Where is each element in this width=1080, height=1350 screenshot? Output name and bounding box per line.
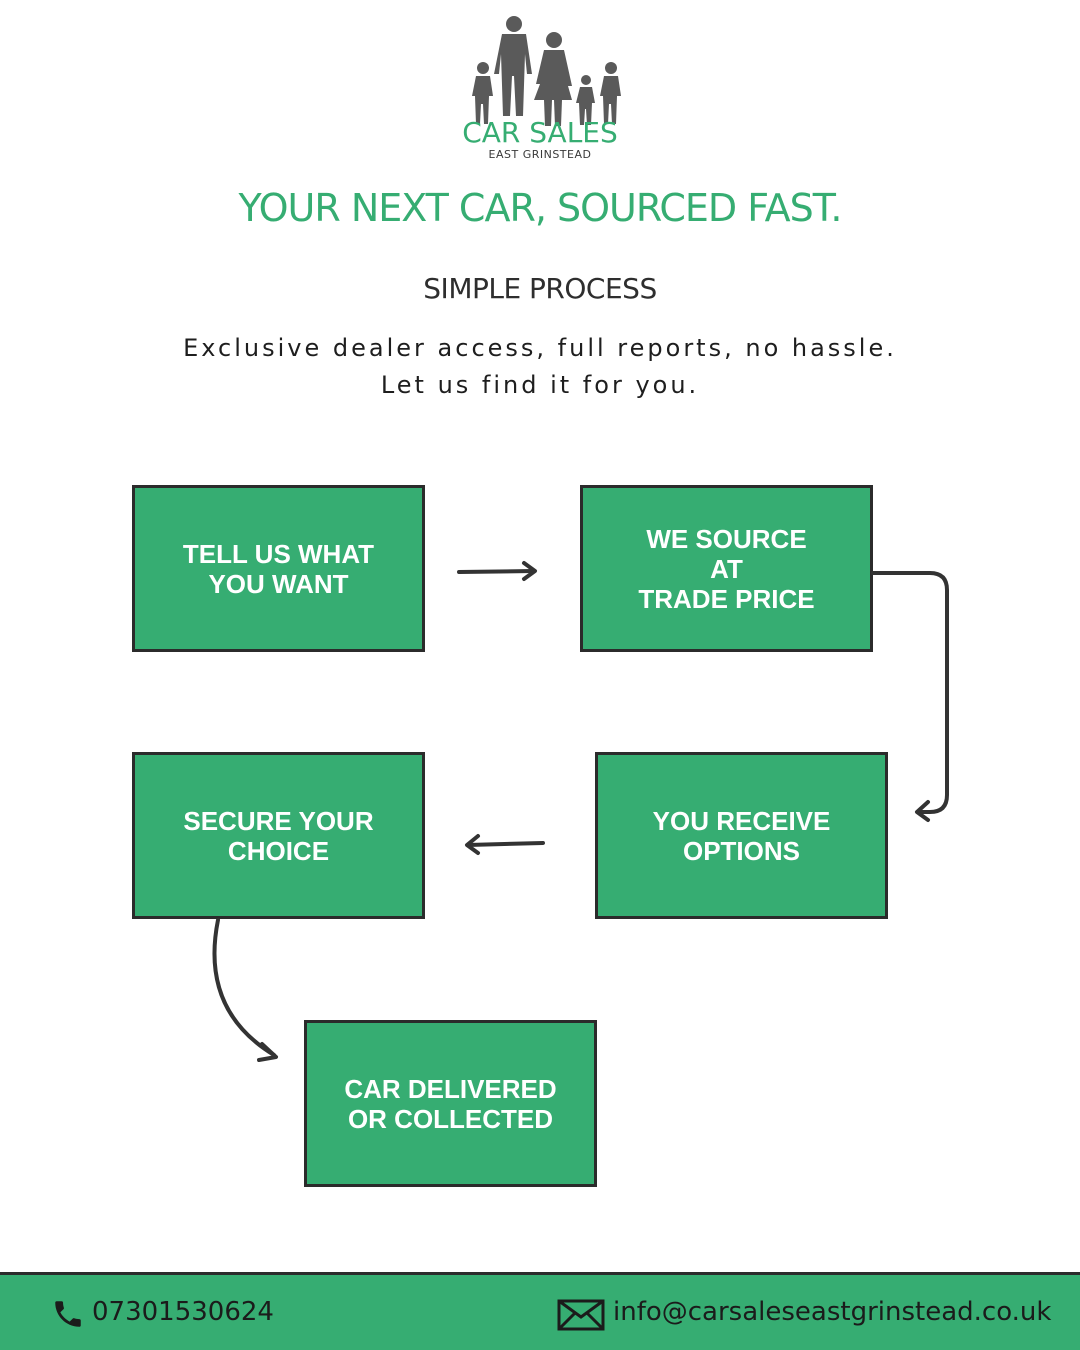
arrow-curve-right-icon — [212, 918, 278, 1062]
step-tell-us: TELL US WHAT YOU WANT — [132, 485, 425, 652]
family-silhouette-icon — [472, 16, 621, 126]
step-label: YOU RECEIVE OPTIONS — [652, 805, 831, 866]
step-you-receive: YOU RECEIVE OPTIONS — [595, 752, 888, 919]
arrow-right-icon — [457, 561, 537, 581]
step-secure-choice: SECURE YOUR CHOICE — [132, 752, 425, 919]
headline: YOUR NEXT CAR, SOURCED FAST. — [238, 186, 842, 230]
footer: 07301530624 info@carsaleseastgrinstead.c… — [0, 1272, 1080, 1350]
brand-name: CAR SALES — [462, 116, 618, 149]
envelope-icon — [557, 1299, 605, 1331]
step-label: WE SOURCE AT TRADE PRICE — [638, 523, 815, 614]
subheading: SIMPLE PROCESS — [423, 272, 657, 305]
email-link[interactable]: info@carsaleseastgrinstead.co.uk — [613, 1297, 1052, 1327]
tagline-line-2: Let us find it for you. — [380, 371, 700, 399]
phone-link[interactable]: 07301530624 — [92, 1297, 274, 1327]
step-label: TELL US WHAT YOU WANT — [182, 538, 375, 599]
step-we-source: WE SOURCE AT TRADE PRICE — [580, 485, 873, 652]
arrow-left-icon — [465, 834, 545, 855]
step-label: CAR DELIVERED OR COLLECTED — [344, 1073, 557, 1134]
step-delivered: CAR DELIVERED OR COLLECTED — [304, 1020, 597, 1187]
tagline: Exclusive dealer access, full reports, n… — [0, 330, 1080, 404]
arrow-curve-down-icon — [871, 571, 949, 822]
step-label: SECURE YOUR CHOICE — [183, 805, 374, 866]
phone-icon — [55, 1301, 81, 1327]
tagline-line-1: Exclusive dealer access, full reports, n… — [183, 334, 897, 362]
brand-location: EAST GRINSTEAD — [488, 148, 592, 161]
